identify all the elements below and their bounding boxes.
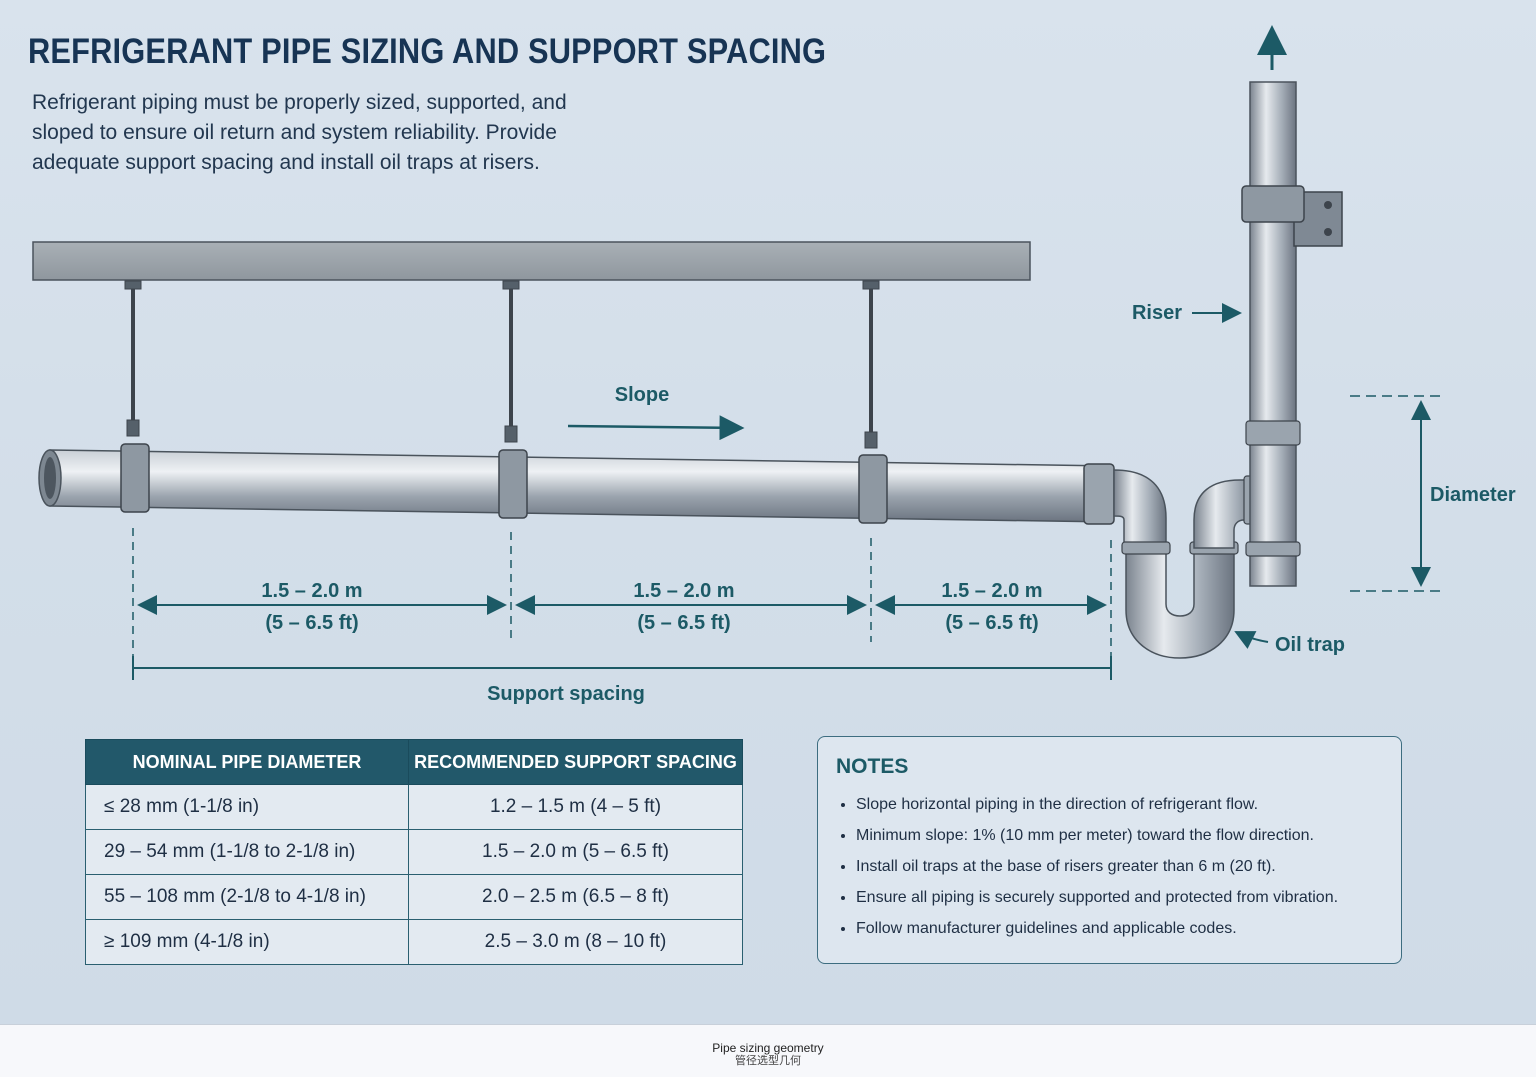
- pipe-diagram: Slope Riser Diameter Oil trap 1.5 – 2.0 …: [32, 25, 1516, 705]
- pipe-elbow: [1113, 469, 1167, 549]
- intro-paragraph: Refrigerant piping must be properly size…: [32, 91, 567, 174]
- table-header-row: NOMINAL PIPE DIAMETER RECOMMENDED SUPPOR…: [85, 739, 743, 785]
- horizontal-pipe: [49, 449, 1113, 523]
- hanger-rod: [862, 280, 880, 449]
- riser-pipe: [1249, 81, 1297, 587]
- pipe-clamp: [858, 454, 888, 524]
- riser-label: Riser: [1132, 302, 1182, 324]
- riser-coupling: [1245, 541, 1301, 557]
- intro-text: Refrigerant piping must be properly size…: [32, 88, 592, 178]
- diameter-label: Diameter: [1430, 484, 1516, 506]
- note-item: Slope horizontal piping in the direction…: [856, 789, 1383, 820]
- table-cell: 2.0 – 2.5 m (6.5 – 8 ft): [408, 874, 743, 920]
- span-imperial: (5 – 6.5 ft): [265, 612, 358, 634]
- table-cell: 1.5 – 2.0 m (5 – 6.5 ft): [408, 829, 743, 875]
- oil-trap-label: Oil trap: [1275, 634, 1345, 656]
- page-title: REFRIGERANT PIPE SIZING AND SUPPORT SPAC…: [28, 32, 827, 71]
- ceiling-beam: [32, 241, 1031, 281]
- table-cell: 29 – 54 mm (1-1/8 to 2-1/8 in): [85, 829, 409, 875]
- span-imperial: (5 – 6.5 ft): [945, 612, 1038, 634]
- riser-clamp: [1241, 185, 1305, 223]
- notes-panel: NOTES Slope horizontal piping in the dir…: [817, 736, 1402, 964]
- span-metric: 1.5 – 2.0 m: [261, 580, 362, 602]
- table-cell: 1.2 – 1.5 m (4 – 5 ft): [408, 784, 743, 830]
- pipe-coupling: [1083, 463, 1115, 525]
- span-imperial: (5 – 6.5 ft): [637, 612, 730, 634]
- note-item: Install oil traps at the base of risers …: [856, 851, 1383, 882]
- note-item: Minimum slope: 1% (10 mm per meter) towa…: [856, 820, 1383, 851]
- column-header: NOMINAL PIPE DIAMETER: [85, 739, 409, 785]
- span-metric: 1.5 – 2.0 m: [633, 580, 734, 602]
- oil-trap-pointer: [1234, 631, 1269, 649]
- pipe-clamp: [498, 449, 528, 519]
- support-spacing-table: NOMINAL PIPE DIAMETER RECOMMENDED SUPPOR…: [85, 739, 743, 965]
- note-item: Follow manufacturer guidelines and appli…: [856, 913, 1383, 944]
- pipe-clamp: [120, 443, 150, 513]
- notes-title: NOTES: [836, 755, 909, 778]
- support-spacing-label: Support spacing: [487, 683, 645, 705]
- caption-english: Pipe sizing geometry: [712, 1041, 824, 1055]
- bracket-bolt: [1324, 228, 1332, 236]
- riser-coupling: [1245, 420, 1301, 446]
- slope-arrow: [567, 415, 745, 441]
- caption-chinese: 管径选型几何: [735, 1055, 801, 1067]
- note-item: Ensure all piping is securely supported …: [856, 882, 1383, 913]
- table-cell: ≥ 109 mm (4-1/8 in): [85, 919, 409, 965]
- table-row: ≤ 28 mm (1-1/8 in) 1.2 – 1.5 m (4 – 5 ft…: [85, 784, 743, 830]
- table-cell: ≤ 28 mm (1-1/8 in): [85, 784, 409, 830]
- table-cell: 2.5 – 3.0 m (8 – 10 ft): [408, 919, 743, 965]
- span-metric: 1.5 – 2.0 m: [941, 580, 1042, 602]
- slope-label: Slope: [615, 384, 669, 406]
- table-cell: 55 – 108 mm (2-1/8 to 4-1/8 in): [85, 874, 409, 920]
- table-row: ≥ 109 mm (4-1/8 in) 2.5 – 3.0 m (8 – 10 …: [85, 919, 743, 965]
- oil-trap: [1125, 547, 1235, 659]
- column-header: RECOMMENDED SUPPORT SPACING: [408, 739, 743, 785]
- bracket-bolt: [1324, 201, 1332, 209]
- hanger-rod: [502, 280, 520, 443]
- diagram-canvas: REFRIGERANT PIPE SIZING AND SUPPORT SPAC…: [0, 0, 1536, 1024]
- table-row: 29 – 54 mm (1-1/8 to 2-1/8 in) 1.5 – 2.0…: [85, 829, 743, 875]
- notes-list: Slope horizontal piping in the direction…: [836, 789, 1383, 944]
- table-row: 55 – 108 mm (2-1/8 to 4-1/8 in) 2.0 – 2.…: [85, 874, 743, 920]
- hanger-rod: [124, 280, 142, 437]
- pipe-bore: [44, 457, 56, 499]
- trap-coupling: [1121, 541, 1171, 555]
- image-caption: Pipe sizing geometry 管径选型几何: [0, 1024, 1536, 1077]
